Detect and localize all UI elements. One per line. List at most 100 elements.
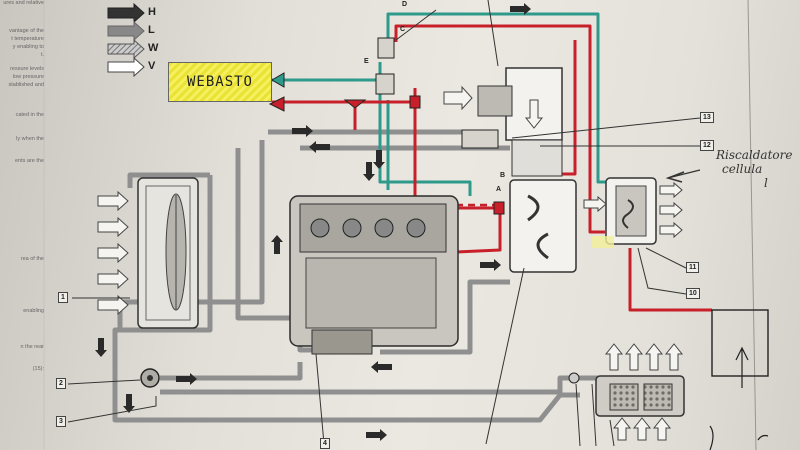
valve-icon (493, 201, 505, 215)
leader-line (485, 267, 525, 445)
side-line: y enabling to (12, 44, 44, 50)
flow-arrow-icon (292, 125, 313, 137)
note-line: Riscaldatore (716, 148, 793, 162)
webasto-label: WEBASTO (168, 62, 272, 102)
flow-arrow-icon (309, 141, 330, 153)
air-arrow-icon (97, 268, 129, 290)
flow-arrow-icon (373, 150, 385, 169)
valve-icon (568, 372, 580, 384)
leader-line (315, 353, 325, 445)
side-line: t. (40, 52, 44, 58)
heater-core (511, 139, 563, 177)
engine-cap (342, 218, 362, 238)
flow-arrow-icon (371, 361, 392, 373)
grey-pipe (127, 172, 210, 188)
grey-pipe (112, 327, 580, 423)
side-line: (15): (32, 366, 44, 372)
hatched-arrow-icon (107, 38, 145, 60)
up-arrow-icon (612, 417, 632, 441)
fan-icon (622, 199, 634, 229)
hand-arrow-icon (735, 346, 749, 388)
legend-label-h: H (148, 6, 156, 18)
bottom-radiator (595, 343, 685, 441)
up-arrow-icon (624, 343, 644, 371)
flow-arrow-icon (123, 394, 135, 413)
valve-icon (271, 72, 285, 88)
flow-arrow-icon (176, 373, 197, 385)
page-edge (747, 0, 757, 450)
flow-curve (536, 232, 549, 260)
air-arrow-icon (659, 181, 683, 199)
air-arrow-icon (524, 99, 544, 129)
callout-12: 12 (700, 140, 714, 151)
leader-line (67, 396, 157, 423)
side-line: stablished and (8, 82, 44, 88)
valves (268, 37, 580, 384)
legend-label-v: V (148, 60, 156, 72)
hand-drawn-box (711, 309, 769, 377)
side-line: n the rear (20, 344, 44, 350)
leader-line (67, 379, 141, 385)
side-line: rea of the (20, 256, 44, 262)
air-arrow-icon (97, 190, 129, 212)
flow-arrows (95, 3, 531, 441)
side-line: vantage of the (9, 28, 44, 34)
note-line: l (764, 176, 768, 190)
engine-body (305, 257, 437, 329)
legend-label-l: L (148, 24, 155, 36)
callout-10: 10 (686, 288, 700, 299)
hand-scribble (709, 425, 769, 450)
side-line: ressure levels (10, 66, 44, 72)
up-arrow-icon (652, 417, 672, 441)
red-pipe (455, 212, 502, 254)
up-arrow-icon (664, 343, 684, 371)
pump-hub (147, 375, 153, 381)
side-line: low pressure (12, 74, 44, 80)
up-arrow-icon (632, 417, 652, 441)
blower-motor (477, 85, 513, 117)
teal-pipe (378, 62, 472, 196)
letter-b: B (500, 172, 506, 179)
valve-icon (409, 95, 421, 109)
side-line: ly when the (16, 136, 44, 142)
air-arrow-icon (97, 242, 129, 264)
leader-line (575, 383, 615, 447)
flow-arrow-icon (480, 259, 501, 271)
flow-arrow-icon (363, 162, 375, 181)
valve-icon (375, 73, 395, 95)
flow-curve (527, 194, 540, 222)
expansion-tank (461, 129, 499, 149)
letter-a: A (496, 186, 502, 193)
up-arrow-icon (644, 343, 664, 371)
engine (289, 195, 459, 355)
red-pipe (394, 24, 605, 234)
teal-pipes (270, 12, 625, 196)
grey-pipe (160, 375, 600, 395)
note-arrow-line (667, 169, 701, 179)
letter-d: D (402, 1, 408, 8)
leader-lines (67, 0, 701, 447)
air-arrow-icon (97, 294, 129, 316)
radiator-assembly (137, 177, 199, 329)
solid-arrow-icon (107, 2, 145, 24)
valve-icon (268, 96, 285, 112)
outline-arrow-icon (107, 56, 145, 78)
leader-line (395, 9, 437, 41)
grill-icon (609, 383, 639, 411)
callout-13: 13 (700, 112, 714, 123)
grey-arrow-icon (107, 20, 145, 42)
air-arrow-icon (443, 85, 473, 111)
legend-label-w: W (148, 42, 159, 54)
side-line: ures and relative (3, 0, 44, 6)
leader-line (511, 117, 701, 139)
flow-arrow-icon (95, 338, 107, 357)
side-line: t temperature (11, 36, 44, 42)
callout-1: 1 (58, 292, 68, 303)
letter-c: C (400, 26, 406, 33)
grill-icon (643, 383, 673, 411)
legend-icons (107, 2, 145, 78)
highlight-mark (592, 236, 614, 248)
callout-3: 3 (56, 416, 66, 427)
